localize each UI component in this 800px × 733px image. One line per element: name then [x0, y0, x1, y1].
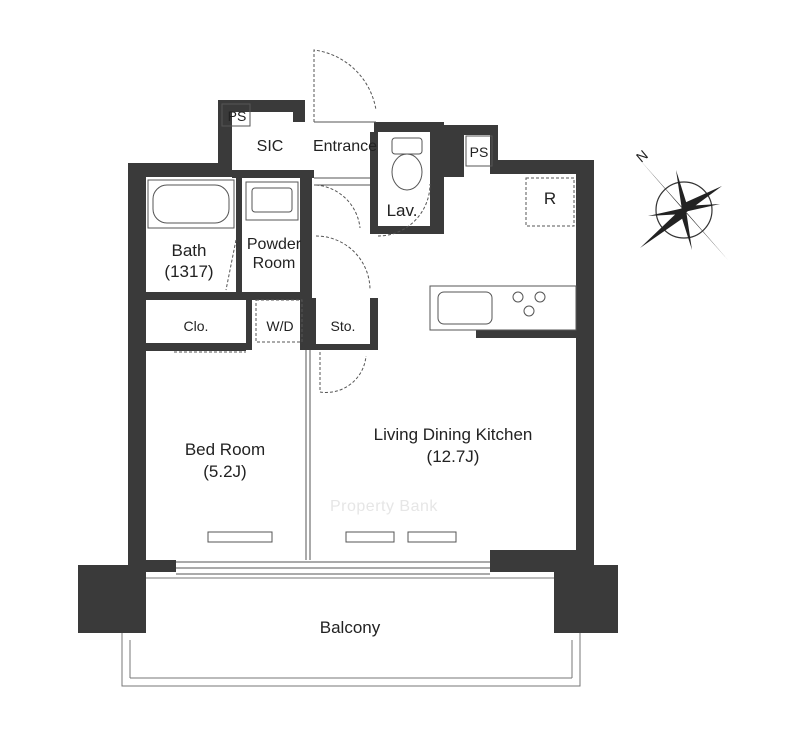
lav-label: Lav.	[386, 201, 418, 220]
bed-room-name-label: Bed Room	[184, 440, 266, 459]
walls	[78, 100, 618, 633]
closet-label: Clo.	[183, 318, 209, 334]
storage-label: Sto.	[330, 318, 356, 334]
bath-size-label: (1317)	[164, 262, 214, 281]
compass-rose-icon	[640, 160, 728, 260]
ldk-size-label: (12.7J)	[426, 447, 480, 466]
bath-name-label: Bath	[171, 241, 207, 260]
washer-dryer-label: W/D	[266, 318, 294, 334]
ps-left-label: PS	[227, 108, 247, 124]
sic-label: SIC	[256, 138, 284, 155]
fridge-label: R	[543, 189, 557, 208]
ps-right-label: PS	[469, 144, 489, 160]
bed-room-size-label: (5.2J)	[203, 462, 247, 481]
ldk-name-label: Living Dining Kitchen	[373, 425, 533, 444]
powder-room-label-1: Powder	[246, 236, 302, 253]
entrance-label: Entrance	[312, 138, 378, 155]
powder-room-label-2: Room	[252, 255, 296, 272]
fixtures	[147, 49, 577, 575]
watermark: Property Bank	[330, 498, 438, 515]
balcony-label: Balcony	[319, 618, 381, 637]
